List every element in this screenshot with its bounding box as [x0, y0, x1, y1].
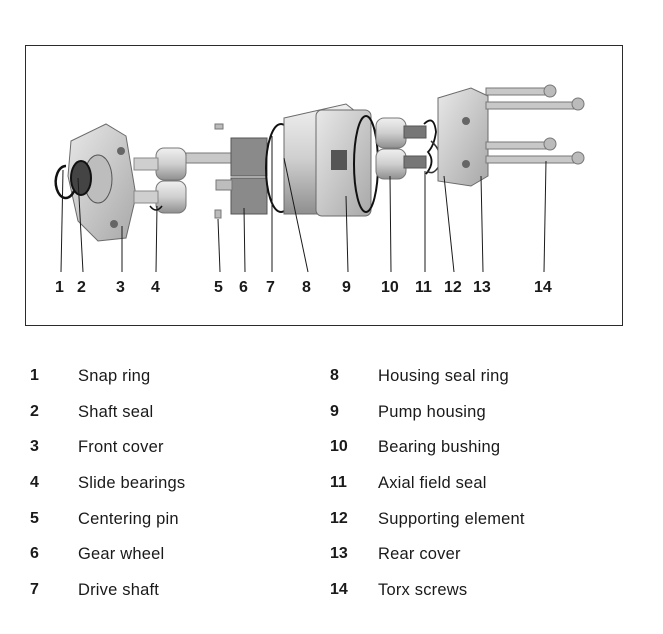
torx-screws: [485, 84, 585, 165]
slide-bearings: [133, 147, 187, 214]
shaft-seal: [70, 160, 92, 196]
legend-item: 2 Shaft seal: [30, 398, 330, 434]
legend-item: 8 Housing seal ring: [330, 362, 630, 398]
drive-shaft: [185, 152, 232, 164]
legend-item: 14 Torx screws: [330, 576, 630, 612]
legend-item: 10 Bearing bushing: [330, 433, 630, 469]
callout-13: 13: [473, 279, 491, 296]
legend-number: 5: [30, 509, 39, 527]
legend-label: Bearing bushing: [378, 438, 501, 457]
callout-14: 14: [534, 279, 552, 296]
front-cover: [67, 123, 137, 242]
callout-6: 6: [239, 279, 248, 296]
legend-number: 14: [330, 581, 348, 599]
legend-number: 2: [30, 402, 39, 420]
legend-item: 9 Pump housing: [330, 398, 630, 434]
legend-item: 3 Front cover: [30, 433, 330, 469]
callout-7: 7: [266, 279, 275, 296]
callout-2: 2: [77, 279, 86, 296]
axial-field-seal: [423, 119, 437, 175]
pump-housing: [283, 103, 372, 217]
parts-legend-left: 1 Snap ring 2 Shaft seal 3 Front cover 4 Sli…: [30, 362, 330, 612]
callout-3: 3: [116, 279, 125, 296]
legend-item: 1 Snap ring: [30, 362, 330, 398]
legend-label: Front cover: [78, 438, 164, 457]
legend-number: 13: [330, 545, 348, 563]
callout-8: 8: [302, 279, 311, 296]
parts-legend-right: 8 Housing seal ring 9 Pump housing 10 Beari…: [330, 362, 630, 612]
legend-number: 8: [330, 367, 339, 384]
legend-label: Torx screws: [378, 581, 468, 600]
legend-item: 4 Slide bearings: [30, 469, 330, 505]
legend-label: Gear wheel: [78, 545, 165, 564]
legend-number: 10: [330, 438, 348, 456]
legend-label: Housing seal ring: [378, 367, 509, 385]
legend-item: 5 Centering pin: [30, 505, 330, 541]
legend-label: Drive shaft: [78, 581, 160, 600]
centering-pin-top: [214, 123, 224, 130]
legend-item: 11 Axial field seal: [330, 469, 630, 505]
legend-label: Shaft seal: [78, 402, 154, 421]
legend-label: Axial field seal: [378, 474, 487, 493]
legend-label: Rear cover: [378, 545, 461, 564]
snap-ring: [54, 164, 76, 200]
callout-4: 4: [151, 279, 160, 296]
callout-numbers: 1 2 3 4 5 6 7 8 9 10 11 12 13 14: [55, 279, 552, 296]
legend-label: Pump housing: [378, 402, 486, 421]
legend-label: Snap ring: [78, 367, 151, 385]
callout-9: 9: [342, 279, 351, 296]
legend-number: 1: [30, 367, 39, 384]
bearing-bushings: [375, 117, 427, 180]
centering-pin-bottom: [214, 209, 222, 219]
exploded-view-frame: 1 2 3 4 5 6 7 8 9 10 11 12 13 14: [25, 45, 623, 326]
callout-12: 12: [444, 279, 462, 296]
legend-number: 7: [30, 581, 39, 599]
legend-number: 11: [330, 474, 347, 492]
legend-number: 4: [30, 474, 39, 492]
legend-number: 6: [30, 545, 39, 563]
rear-cover: [437, 87, 489, 187]
legend-number: 3: [30, 438, 39, 456]
gear-wheels: [215, 137, 268, 215]
legend-item: 12 Supporting element: [330, 505, 630, 541]
callout-10: 10: [381, 279, 399, 296]
callout-11: 11: [415, 279, 432, 296]
legend-item: 7 Drive shaft: [30, 576, 330, 612]
legend-item: 13 Rear cover: [330, 540, 630, 576]
leader-lines: [60, 136, 547, 273]
callout-5: 5: [214, 279, 223, 296]
callout-1: 1: [55, 279, 64, 296]
legend-number: 12: [330, 509, 348, 527]
legend-label: Slide bearings: [78, 474, 186, 493]
exploded-view-diagram: 1 2 3 4 5 6 7 8 9 10 11 12 13 14: [54, 84, 585, 296]
legend-number: 9: [330, 402, 339, 420]
legend-label: Centering pin: [78, 509, 179, 528]
legend-label: Supporting element: [378, 509, 525, 528]
legend-item: 6 Gear wheel: [30, 540, 330, 576]
